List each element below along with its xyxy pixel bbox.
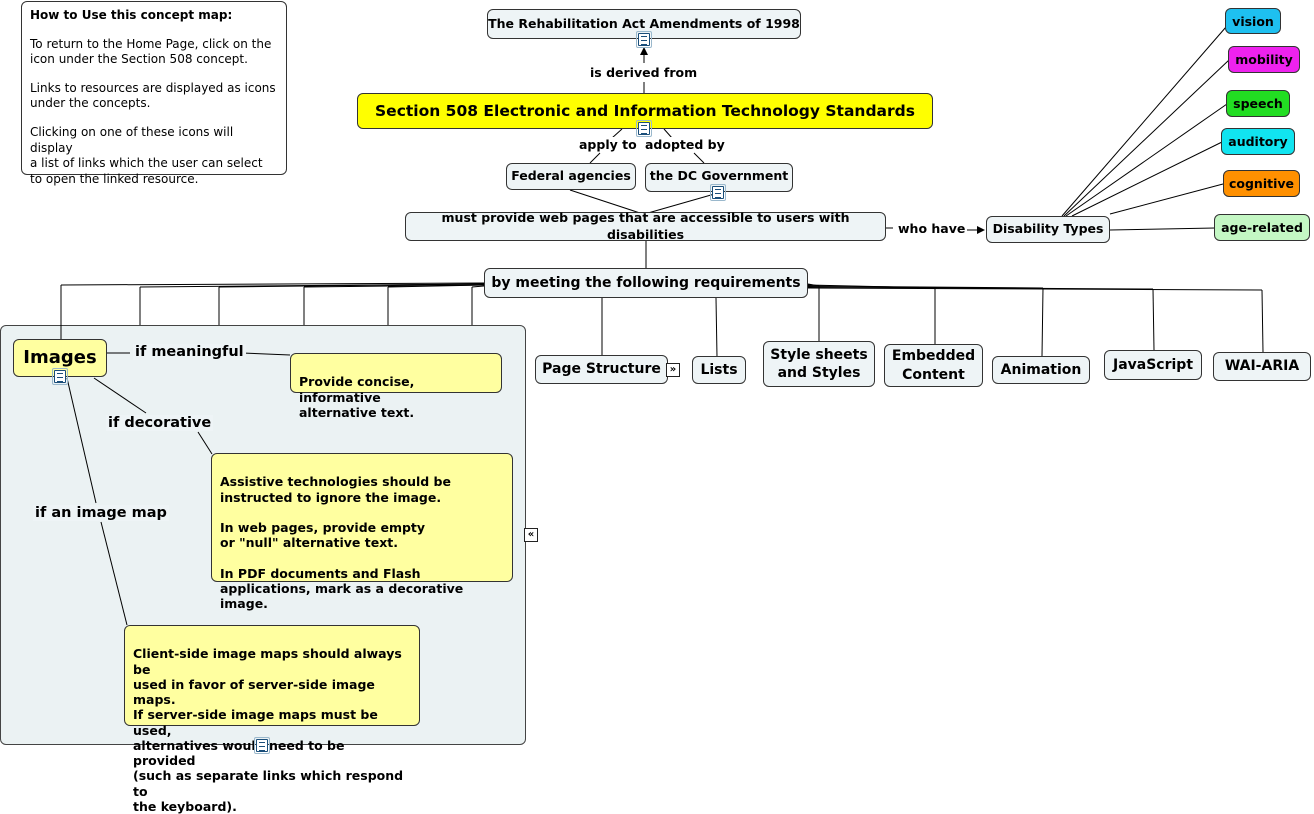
line-req-waiaria [1261,289,1264,353]
embedded-content-node[interactable]: Embedded Content [884,344,983,387]
federal-agencies-node[interactable]: Federal agencies [506,163,636,190]
collapse-left-icon[interactable]: « [524,528,538,542]
line-adoptedby-dc [693,152,705,164]
line-types-cognitive [1109,183,1224,215]
dc-government-node[interactable]: the DC Government [645,163,793,192]
link-is-derived-from: is derived from [588,65,700,80]
line-req-javascript [1152,288,1155,351]
provide-accessible-pages-label: must provide web pages that are accessib… [441,210,850,242]
line-types-auditory [1071,141,1223,217]
line-508-adoptedby [663,128,673,139]
decorative-note: Assistive technologies should be instruc… [211,453,513,611]
page-structure-label: Page Structure [542,361,661,378]
animation-node[interactable]: Animation [992,356,1090,384]
help-title: How to Use this concept map: [30,8,233,22]
line-req-images [60,282,485,286]
section-508-resource-icon[interactable] [636,120,652,137]
help-paragraph-3: Clicking on one of these icons will disp… [30,124,263,186]
image-map-note: Client-side image maps should always be … [124,625,420,814]
disability-vision-label: vision [1232,13,1274,29]
provide-accessible-pages-node[interactable]: must provide web pages that are accessib… [405,210,886,242]
wai-aria-node[interactable]: WAI-ARIA [1213,352,1311,381]
connector-lines [60,26,1264,626]
disability-auditory-label: auditory [1228,134,1288,149]
style-sheets-node[interactable]: Style sheets and Styles [763,341,875,387]
link-apply-to: apply to [577,137,639,152]
requirements-label: by meeting the following requirements [491,274,801,291]
style-sheets-label: Style sheets and Styles [770,346,868,381]
line-508-applyto [611,128,623,139]
line-types-vision [1061,26,1227,217]
line-meaningful-note [241,352,291,356]
disability-mobility-node[interactable]: mobility [1228,46,1300,73]
images-group-resource-icon[interactable] [254,737,270,754]
link-if-image-map: if an image map [33,505,169,521]
section-508-label: Section 508 Electronic and Information T… [375,101,915,120]
line-images-decorative [93,377,147,414]
line-types-agerelated [1109,227,1216,231]
disability-cognitive-label: cognitive [1228,176,1294,191]
line-imagemap-note [100,521,128,626]
disability-age-related-node[interactable]: age-related [1214,214,1310,241]
link-who-have: who have [896,221,968,236]
line-applyto-federal [589,152,601,164]
requirements-node[interactable]: by meeting the following requirements [484,268,808,298]
dc-government-label: the DC Government [649,168,789,183]
disability-types-label: Disability Types [992,221,1104,237]
link-if-meaningful: if meaningful [133,344,246,360]
line-req-lists [715,297,718,358]
line-dc-provide [647,192,719,214]
link-adopted-by: adopted by [643,137,727,152]
disability-speech-label: speech [1233,96,1283,111]
disability-speech-node[interactable]: speech [1226,90,1290,117]
disability-age-related-label: age-related [1221,220,1303,235]
federal-agencies-label: Federal agencies [511,168,631,184]
line-types-speech [1065,103,1228,217]
embedded-content-label: Embedded Content [891,348,976,383]
rehab-act-node[interactable]: The Rehabilitation Act Amendments of 199… [487,9,801,39]
images-label: Images [23,347,97,369]
lists-node[interactable]: Lists [692,356,746,384]
help-paragraph-1: To return to the Home Page, click on the… [30,36,272,67]
disability-cognitive-node[interactable]: cognitive [1223,170,1300,197]
javascript-node[interactable]: JavaScript [1104,350,1202,380]
line-req-animation [1041,287,1044,357]
javascript-label: JavaScript [1112,356,1194,373]
dc-government-resource-icon[interactable] [710,184,726,201]
link-if-decorative: if decorative [106,415,214,431]
page-structure-node[interactable]: Page Structure [535,355,668,384]
line-images-imagemap [66,377,97,504]
disability-auditory-node[interactable]: auditory [1221,128,1295,155]
meaningful-note-text: Provide concise, informative alternative… [299,374,415,420]
rehab-act-label: The Rehabilitation Act Amendments of 199… [488,15,800,31]
lists-label: Lists [700,361,738,378]
line-types-mobility [1063,59,1230,217]
expand-right-icon[interactable]: » [666,363,680,377]
meaningful-note: Provide concise, informative alternative… [290,353,502,420]
disability-types-node[interactable]: Disability Types [986,216,1110,243]
images-resource-icon[interactable] [52,368,68,385]
rehab-resource-icon[interactable] [636,31,652,48]
animation-label: Animation [1000,361,1082,378]
decorative-note-text: Assistive technologies should be instruc… [220,474,464,612]
disability-vision-node[interactable]: vision [1225,8,1281,34]
disability-mobility-label: mobility [1235,52,1293,67]
line-federal-provide [569,189,641,214]
help-box: How to Use this concept map: To return t… [21,1,287,186]
line-decorative-note [197,431,213,455]
wai-aria-label: WAI-ARIA [1224,358,1300,375]
help-paragraph-2: Links to resources are displayed as icon… [30,80,276,111]
